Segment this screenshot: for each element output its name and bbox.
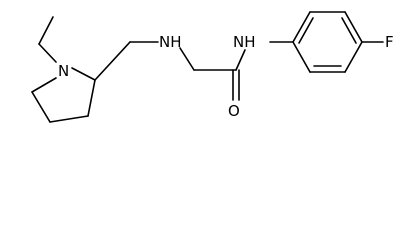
bond-c5-n [31,77,57,93]
bond-c3-c4 [49,115,89,123]
chemical-structure: N NH NH O F [31,11,394,123]
pyrrolidine-ring [31,67,96,123]
bond-c2-c3 [87,79,96,117]
ring-bond-4 [344,41,363,73]
bond-ethyl-ch3-ch2 [38,16,54,45]
ring-bond-3-inner [341,17,357,44]
linker-chain [94,41,237,81]
bond-carbonyl-nh [235,49,246,71]
bond-c4-c5 [31,91,51,123]
ring-bond-3 [344,11,363,43]
bond-ethyl-ch2-n [38,43,57,63]
fluorophenyl-ring [292,11,384,73]
bond-n-c2 [71,67,96,81]
ring-bond-1 [292,11,311,43]
amine-nitrogen-label: NH [159,33,182,51]
fluorine-label: F [385,33,394,51]
ring-bond-1-inner [298,17,314,44]
carbonyl-oxygen-label: O [228,102,240,120]
amide-nitrogen-label: NH [233,33,256,51]
bond-nh-ch2 [179,47,195,71]
ethyl-group [38,16,57,63]
bond-c2-ch2 [94,41,131,81]
ring-bond-6 [292,41,311,73]
amide-group [232,41,294,101]
pyrrolidine-nitrogen-label: N [58,62,69,80]
